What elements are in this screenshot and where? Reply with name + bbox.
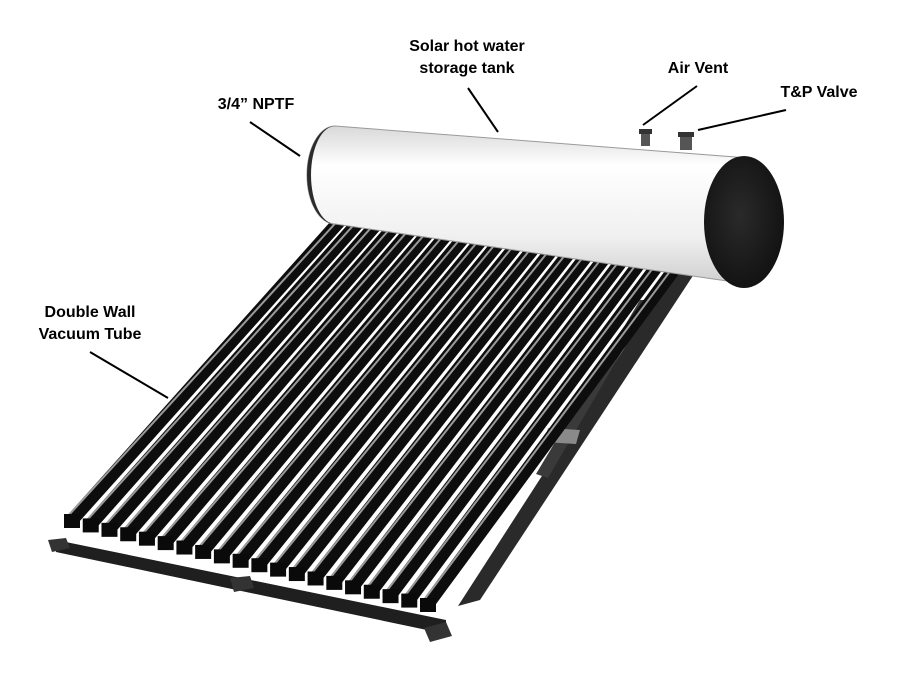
tube-end-cap: [270, 562, 287, 577]
tube-end-cap: [176, 540, 193, 555]
vacuum-tube: [384, 245, 655, 602]
tube-end-cap: [120, 527, 137, 542]
tube-end-cap: [326, 575, 343, 590]
frame-foot-mid: [230, 576, 254, 592]
vacuum-tube-highlight: [217, 233, 486, 553]
tp-valve-fitting: [680, 134, 692, 150]
vacuum-tube: [290, 234, 566, 580]
tube-end-cap: [401, 593, 418, 608]
leader-nptf: [249, 121, 301, 157]
air-vent-label: Air Vent: [667, 60, 729, 77]
vacuum-tube-highlight: [142, 224, 414, 535]
tube-end-cap: [345, 580, 362, 595]
tube-end-cap: [195, 544, 212, 559]
vacuum-tube-highlight: [254, 237, 521, 561]
storage-tank-label: Solar hot water storage tank: [402, 36, 532, 80]
vacuum-tube-highlight: [235, 235, 503, 557]
tube-end-cap: [157, 536, 174, 551]
tp-valve-label: T&P Valve: [780, 84, 858, 101]
tube-end-cap: [288, 567, 305, 582]
tube-end-cap: [307, 571, 324, 586]
frame-foot-left: [48, 538, 70, 552]
frame-foot-right: [424, 622, 452, 642]
vacuum-tube-highlight: [366, 250, 628, 588]
leader-storage-tank: [467, 87, 499, 133]
leader-tp-valve: [697, 109, 787, 131]
vacuum-tube: [252, 229, 531, 571]
tube-end-cap: [420, 598, 436, 612]
storage-tank-label-line-1: Solar hot water: [409, 38, 525, 55]
vacuum-tube: [84, 209, 371, 531]
vacuum-tube: [421, 249, 691, 611]
vacuum-tube: [271, 231, 549, 576]
vacuum-tube-highlight: [348, 248, 610, 583]
vacuum-tube-label-line-2: Vacuum Tube: [38, 326, 142, 343]
tp-valve-cap: [678, 132, 694, 137]
tank-right-cap: [704, 156, 784, 288]
vacuum-tube-highlight: [104, 219, 379, 526]
vacuum-tube-label: Double Wall Vacuum Tube: [30, 302, 150, 346]
vacuum-tube: [365, 242, 638, 598]
leader-vacuum-tube: [89, 351, 169, 399]
vacuum-tube-highlight: [404, 255, 664, 597]
leader-air-vent: [642, 85, 698, 126]
tube-end-cap: [363, 584, 380, 599]
vacuum-tube-highlight: [310, 244, 575, 575]
vacuum-tube: [102, 211, 389, 536]
tube-end-cap: [64, 514, 80, 528]
vacuum-tube: [346, 240, 620, 593]
tank-left-end: [307, 126, 335, 224]
vacuum-tube: [121, 214, 406, 540]
vacuum-tube-highlight: [160, 226, 432, 539]
tube-end-cap: [82, 518, 99, 533]
vacuum-tube-highlight: [179, 228, 450, 544]
vacuum-tube: [159, 218, 442, 549]
storage-tank: [306, 125, 784, 288]
air-vent-cap: [639, 129, 652, 134]
vacuum-tube: [402, 247, 673, 607]
air-vent-fitting: [641, 131, 650, 146]
tube-end-cap: [213, 549, 230, 564]
vacuum-tube: [234, 227, 513, 567]
vacuum-tube-highlight: [198, 230, 468, 548]
leader-lines: [89, 85, 787, 399]
vacuum-tube: [327, 238, 602, 589]
vacuum-tube: [196, 222, 478, 558]
vacuum-tube: [65, 207, 353, 527]
vacuum-tube-highlight: [85, 217, 361, 522]
vacuum-tube-highlight: [67, 215, 343, 517]
tube-end-cap: [251, 558, 268, 573]
vacuum-tube-highlight: [385, 252, 646, 592]
vacuum-tube-highlight: [292, 241, 557, 570]
vacuum-tube-array: [64, 207, 691, 612]
tube-end-cap: [382, 589, 399, 604]
vacuum-tube: [177, 220, 460, 554]
vacuum-tube-label-line-1: Double Wall: [44, 304, 136, 321]
vacuum-tube-highlight: [273, 239, 539, 566]
vacuum-tube: [309, 236, 584, 584]
vacuum-tube-highlight: [329, 246, 592, 579]
tube-end-cap: [138, 531, 155, 546]
storage-tank-label-line-2: storage tank: [419, 60, 515, 77]
vacuum-tube: [140, 216, 424, 545]
vacuum-tube: [215, 225, 495, 562]
tube-end-cap: [101, 522, 118, 537]
vacuum-tube-highlight: [423, 257, 681, 601]
tube-end-cap: [232, 553, 249, 568]
vacuum-tube-highlight: [123, 221, 397, 530]
nptf-label: 3/4” NPTF: [217, 96, 295, 113]
